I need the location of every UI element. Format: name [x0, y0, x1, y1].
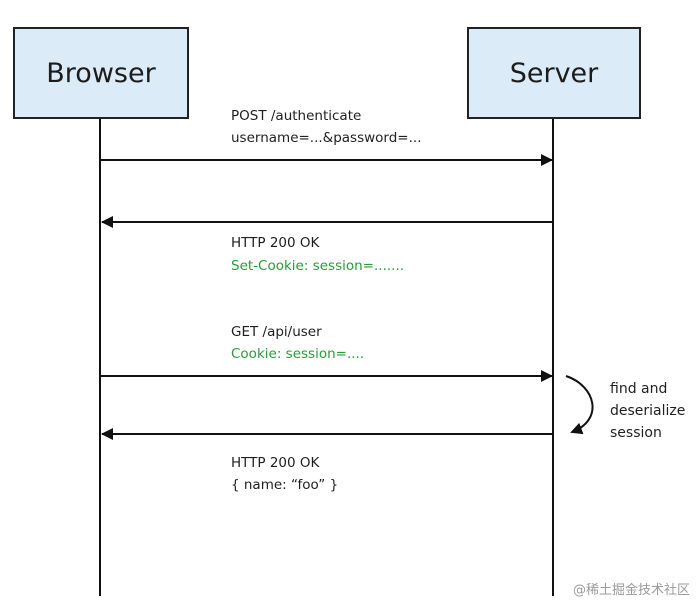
server-actor: Server: [467, 27, 641, 119]
note-line-2: deserialize: [610, 403, 685, 419]
message-user-response: HTTP 200 OK { name: “foo” }: [101, 428, 552, 493]
server-box: [467, 27, 641, 119]
browser-label: Browser: [46, 58, 156, 89]
browser-actor: Browser: [13, 27, 189, 119]
message-set-cookie: HTTP 200 OK Set-Cookie: session=.......: [101, 216, 552, 274]
message-authenticate: POST /authenticate username=...&password…: [101, 108, 553, 166]
note-line-3: session: [610, 425, 662, 441]
browser-box: [13, 27, 189, 119]
message-1-line-1: POST /authenticate: [231, 108, 361, 124]
curved-arrow-icon: [565, 375, 594, 435]
message-4-line-2: { name: “foo” }: [231, 477, 338, 493]
server-note: find and deserialize session: [565, 375, 685, 441]
message-2-line-1: HTTP 200 OK: [231, 235, 321, 251]
message-3-line-2: Cookie: session=....: [231, 346, 364, 362]
message-4-line-1: HTTP 200 OK: [231, 455, 321, 471]
server-label: Server: [510, 58, 599, 89]
note-line-1: find and: [610, 381, 667, 397]
message-1-line-2: username=...&password=...: [231, 130, 421, 146]
message-3-line-1: GET /api/user: [231, 324, 322, 340]
message-get-user: GET /api/user Cookie: session=....: [101, 324, 553, 382]
message-2-line-2: Set-Cookie: session=.......: [231, 258, 404, 274]
watermark: @稀土掘金技术社区: [573, 582, 690, 598]
